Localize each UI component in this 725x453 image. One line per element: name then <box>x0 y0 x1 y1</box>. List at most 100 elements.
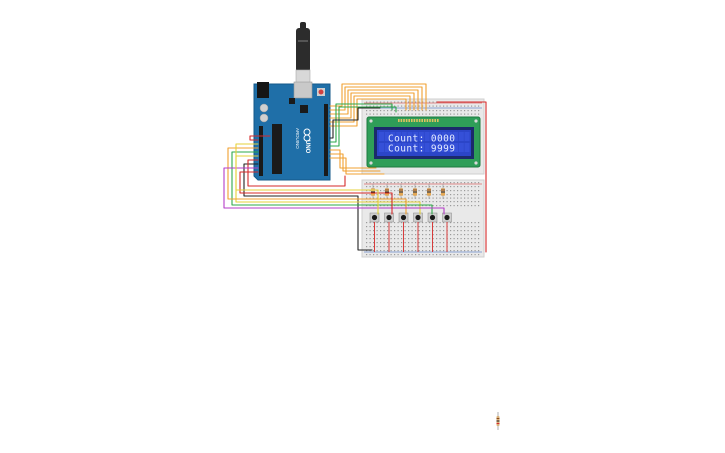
breadboard-hole[interactable] <box>460 238 462 240</box>
breadboard-hole[interactable] <box>425 230 427 232</box>
breadboard-hole[interactable] <box>425 201 427 203</box>
breadboard-hole[interactable] <box>394 226 396 228</box>
breadboard-hole[interactable] <box>408 186 410 188</box>
breadboard-hole[interactable] <box>376 254 378 256</box>
breadboard-hole[interactable] <box>474 186 476 188</box>
breadboard-hole[interactable] <box>408 246 410 248</box>
breadboard-hole[interactable] <box>397 242 399 244</box>
breadboard-hole[interactable] <box>394 246 396 248</box>
breadboard-hole[interactable] <box>404 230 406 232</box>
breadboard-hole[interactable] <box>474 242 476 244</box>
wire-red[interactable] <box>239 171 393 215</box>
breadboard-hole[interactable] <box>366 182 368 184</box>
breadboard-hole[interactable] <box>436 113 438 115</box>
breadboard-hole[interactable] <box>467 201 469 203</box>
breadboard-hole[interactable] <box>474 182 476 184</box>
breadboard-hole[interactable] <box>390 230 392 232</box>
breadboard-hole[interactable] <box>446 190 448 192</box>
breadboard-hole[interactable] <box>411 105 413 107</box>
breadboard-hole[interactable] <box>457 205 459 207</box>
breadboard-hole[interactable] <box>390 246 392 248</box>
breadboard-hole[interactable] <box>390 194 392 196</box>
breadboard-hole[interactable] <box>387 230 389 232</box>
breadboard-hole[interactable] <box>432 197 434 199</box>
breadboard-hole[interactable] <box>397 246 399 248</box>
breadboard-hole[interactable] <box>453 250 455 252</box>
breadboard-hole[interactable] <box>439 246 441 248</box>
breadboard-hole[interactable] <box>397 194 399 196</box>
breadboard-hole[interactable] <box>453 182 455 184</box>
breadboard-hole[interactable] <box>464 113 466 115</box>
breadboard-hole[interactable] <box>450 234 452 236</box>
breadboard-hole[interactable] <box>397 190 399 192</box>
breadboard-hole[interactable] <box>439 254 441 256</box>
breadboard-hole[interactable] <box>450 250 452 252</box>
breadboard-hole[interactable] <box>380 113 382 115</box>
breadboard-hole[interactable] <box>467 226 469 228</box>
breadboard-hole[interactable] <box>453 113 455 115</box>
breadboard-hole[interactable] <box>436 182 438 184</box>
breadboard-hole[interactable] <box>450 242 452 244</box>
breadboard-hole[interactable] <box>457 250 459 252</box>
breadboard-hole[interactable] <box>457 110 459 112</box>
breadboard-hole[interactable] <box>369 234 371 236</box>
pushbutton[interactable] <box>427 212 438 252</box>
wire-purple[interactable] <box>223 167 445 215</box>
breadboard-hole[interactable] <box>418 190 420 192</box>
breadboard-hole[interactable] <box>404 101 406 103</box>
arduino-uno-board[interactable]: UNO ARDUINO <box>253 22 331 181</box>
breadboard-hole[interactable] <box>373 230 375 232</box>
breadboard-hole[interactable] <box>369 238 371 240</box>
breadboard-hole[interactable] <box>453 190 455 192</box>
breadboard-hole[interactable] <box>376 226 378 228</box>
breadboard-hole[interactable] <box>383 222 385 224</box>
pushbutton[interactable] <box>413 212 423 252</box>
breadboard-hole[interactable] <box>387 105 389 107</box>
breadboard-hole[interactable] <box>464 182 466 184</box>
breadboard-hole[interactable] <box>432 205 434 207</box>
breadboard-hole[interactable] <box>439 234 441 236</box>
breadboard-hole[interactable] <box>432 226 434 228</box>
breadboard-hole[interactable] <box>439 226 441 228</box>
breadboard-hole[interactable] <box>390 190 392 192</box>
breadboard-hole[interactable] <box>401 222 403 224</box>
breadboard-hole[interactable] <box>422 105 424 107</box>
breadboard-hole[interactable] <box>429 234 431 236</box>
breadboard-hole[interactable] <box>460 242 462 244</box>
breadboard-hole[interactable] <box>450 205 452 207</box>
breadboard-hole[interactable] <box>457 105 459 107</box>
breadboard-hole[interactable] <box>439 201 441 203</box>
breadboard-hole[interactable] <box>373 254 375 256</box>
breadboard-hole[interactable] <box>478 201 480 203</box>
breadboard-hole[interactable] <box>408 197 410 199</box>
breadboard-hole[interactable] <box>387 186 389 188</box>
wire-yellow[interactable] <box>235 143 379 215</box>
breadboard-hole[interactable] <box>436 226 438 228</box>
breadboard-hole[interactable] <box>394 234 396 236</box>
breadboard-hole[interactable] <box>439 242 441 244</box>
breadboard-hole[interactable] <box>397 234 399 236</box>
wire-yellow[interactable] <box>235 155 421 215</box>
breadboard-hole[interactable] <box>478 186 480 188</box>
breadboard-hole[interactable] <box>478 250 480 252</box>
breadboard-hole[interactable] <box>478 242 480 244</box>
breadboard-hole[interactable] <box>432 186 434 188</box>
breadboard-hole[interactable] <box>418 246 420 248</box>
breadboard-hole[interactable] <box>429 182 431 184</box>
breadboard-hole[interactable] <box>429 238 431 240</box>
breadboard-hole[interactable] <box>380 194 382 196</box>
breadboard-hole[interactable] <box>394 113 396 115</box>
breadboard-hole[interactable] <box>453 226 455 228</box>
breadboard-hole[interactable] <box>429 226 431 228</box>
breadboard-hole[interactable] <box>383 110 385 112</box>
breadboard-hole[interactable] <box>429 250 431 252</box>
breadboard-hole[interactable] <box>478 238 480 240</box>
breadboard-hole[interactable] <box>474 234 476 236</box>
breadboard-hole[interactable] <box>383 197 385 199</box>
breadboard-hole[interactable] <box>380 190 382 192</box>
breadboard-hole[interactable] <box>467 238 469 240</box>
breadboard-hole[interactable] <box>415 110 417 112</box>
breadboard-hole[interactable] <box>457 201 459 203</box>
breadboard-hole[interactable] <box>460 230 462 232</box>
breadboard-hole[interactable] <box>467 246 469 248</box>
